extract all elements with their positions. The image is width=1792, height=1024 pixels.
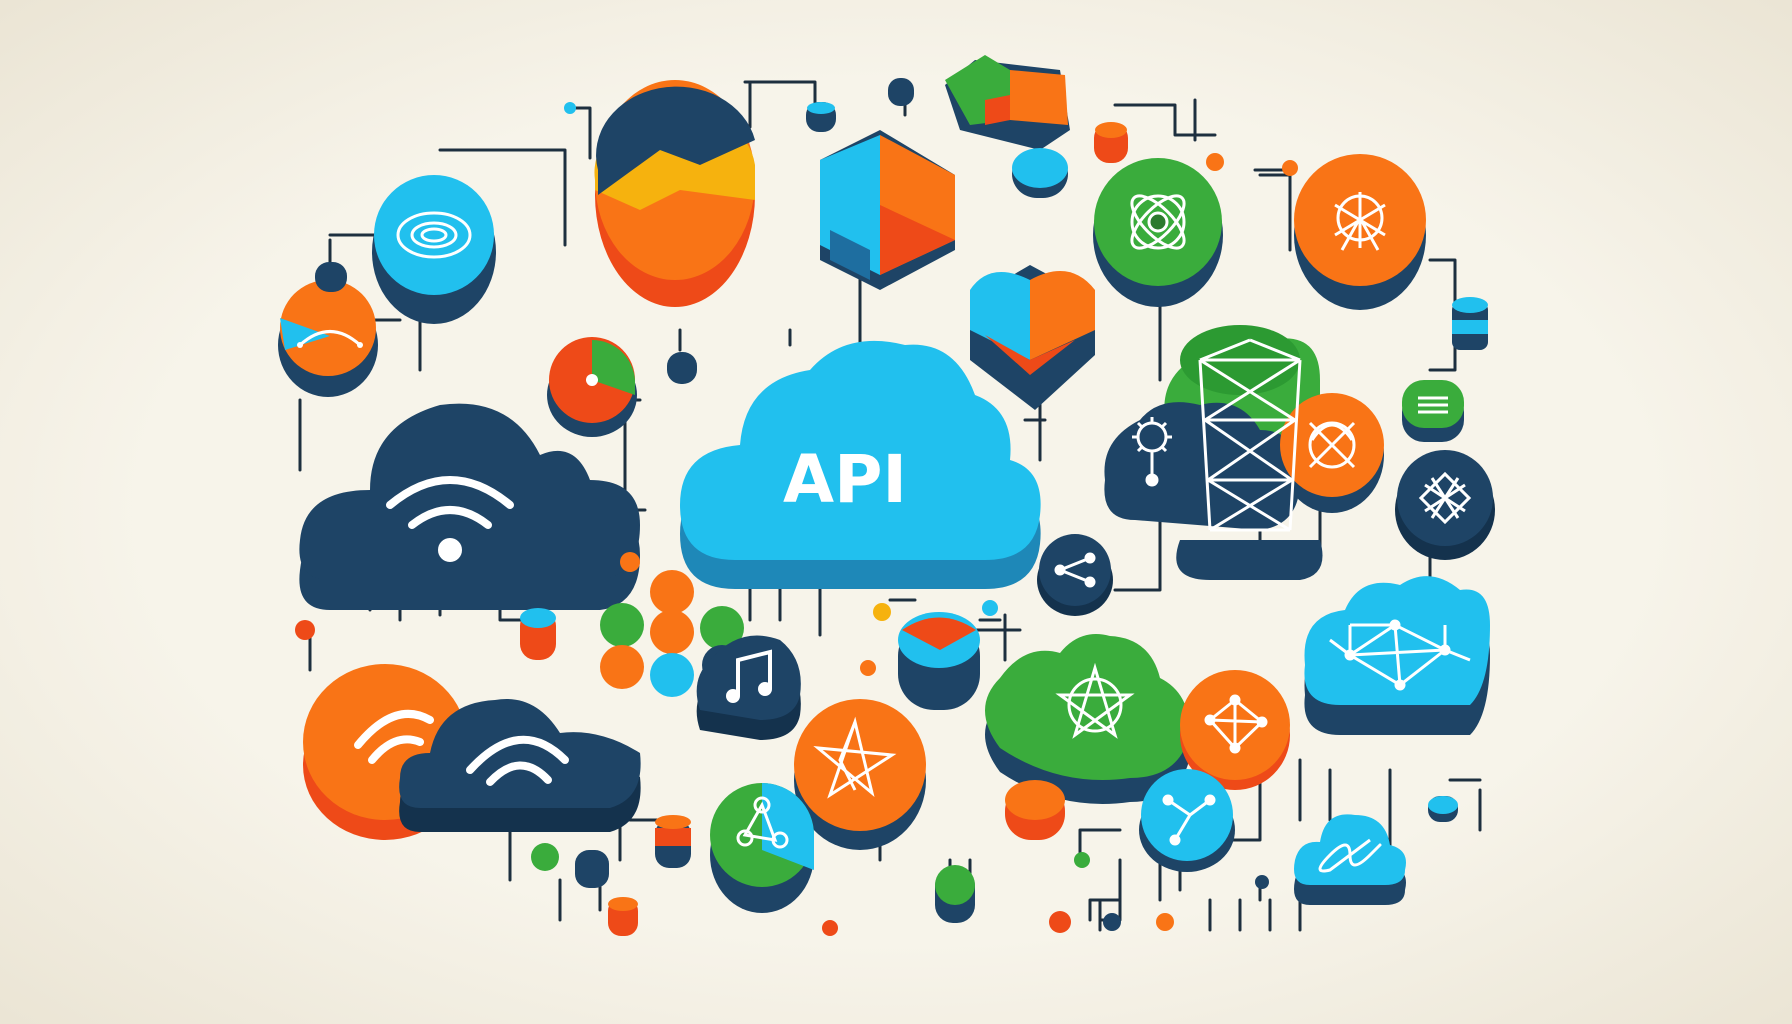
node-cylinder-orange-2 (608, 897, 638, 936)
node-cube-green-orange (945, 55, 1070, 150)
node-green-pill-menu (1402, 380, 1464, 442)
dot-orange-3 (620, 552, 640, 572)
dot-yellow-1 (873, 603, 891, 621)
node-navy-cloud-gear (1104, 402, 1323, 580)
menu-lines-icon (1418, 396, 1448, 414)
node-orange-circle-molecule (1180, 670, 1290, 790)
node-cube-blue-orange (820, 130, 955, 290)
pentagram-icon (813, 716, 897, 799)
node-navy-cloud-wifi (299, 403, 640, 610)
node-blue-circle-flower (372, 175, 496, 324)
dot-navy-1 (1103, 913, 1121, 931)
dot-orange-2 (1282, 160, 1298, 176)
node-orange-circle-crossed (1280, 393, 1384, 513)
gear-node-icon (1132, 417, 1172, 487)
node-cylinder-blue-2 (1452, 297, 1488, 350)
node-pie-chart (594, 80, 755, 307)
node-share-navy (1037, 534, 1113, 616)
node-orange-cylinder-big (1005, 780, 1065, 840)
node-orange-circle-small (278, 280, 378, 397)
node-orange-circle-wheel (1294, 154, 1426, 310)
dot-red-3 (822, 920, 838, 936)
node-orange-circle-star-bottom (794, 699, 926, 850)
node-cylinder-green-navy (935, 865, 975, 923)
node-cylinder-orange-1 (1094, 122, 1128, 163)
node-cylinder-blue-1 (1012, 148, 1068, 198)
dot-orange-4 (860, 660, 876, 676)
music-note-icon (726, 649, 772, 703)
wifi-icon (386, 476, 514, 562)
node-green-circle-atom (1093, 158, 1223, 307)
node-cylinder-navy-5 (575, 850, 609, 888)
api-label: API (783, 441, 907, 518)
node-cylinder-blue-3 (1428, 796, 1458, 822)
node-cylinder-navy-4 (667, 352, 697, 384)
node-cylinder-navy-1 (315, 262, 347, 292)
node-navy-cloud-wifi-small (399, 698, 641, 832)
dot-red-2 (1049, 911, 1071, 933)
molecule-icon (1204, 694, 1268, 754)
node-blue-cloud-small (1294, 814, 1406, 905)
spoke-wheel-icon (1334, 192, 1386, 251)
tower-lattice (1198, 338, 1302, 532)
dot-navy-2 (1255, 875, 1269, 889)
api-cloud: API (680, 340, 1041, 589)
node-graph-icon (736, 796, 789, 849)
flower-knot-icon (396, 211, 472, 259)
crossed-circle-icon (1308, 421, 1356, 469)
node-cylinder-navy-2 (806, 102, 836, 132)
node-envelope-cylinder (898, 612, 980, 710)
node-green-blob-pentagram (985, 634, 1190, 804)
wifi-icon (354, 709, 434, 764)
node-green-circle-graph (710, 783, 814, 913)
node-navy-circle-star (1395, 450, 1495, 560)
node-blue-circle-nodes (1139, 769, 1235, 872)
dot-orange-1 (1206, 153, 1224, 171)
dot-blue-1 (564, 102, 576, 114)
dot-blue-2 (982, 600, 998, 616)
node-cylinder-navy-3 (888, 78, 914, 106)
node-cylinder-red-blue (520, 608, 556, 660)
node-heart-blue-orange (970, 265, 1095, 410)
star-knot-icon (1418, 471, 1472, 525)
wifi-icon (466, 735, 569, 786)
infinity-knot-icon (1318, 838, 1382, 873)
dot-green-1 (531, 843, 559, 871)
node-blue-cloud-mesh (1304, 576, 1490, 735)
dot-green-2 (1074, 852, 1090, 868)
node-orange-green-pie (547, 337, 637, 437)
node-graph-icon (1162, 794, 1216, 846)
node-navy-music (696, 635, 801, 740)
atom-icon (1130, 194, 1186, 250)
share-icon (1054, 552, 1096, 588)
dot-red-1 (295, 620, 315, 640)
dot-orange-5 (1156, 913, 1174, 931)
pentagram-icon (1055, 662, 1135, 739)
node-cylinder-red-navy (655, 815, 691, 868)
mesh-network-icon (1329, 619, 1471, 691)
